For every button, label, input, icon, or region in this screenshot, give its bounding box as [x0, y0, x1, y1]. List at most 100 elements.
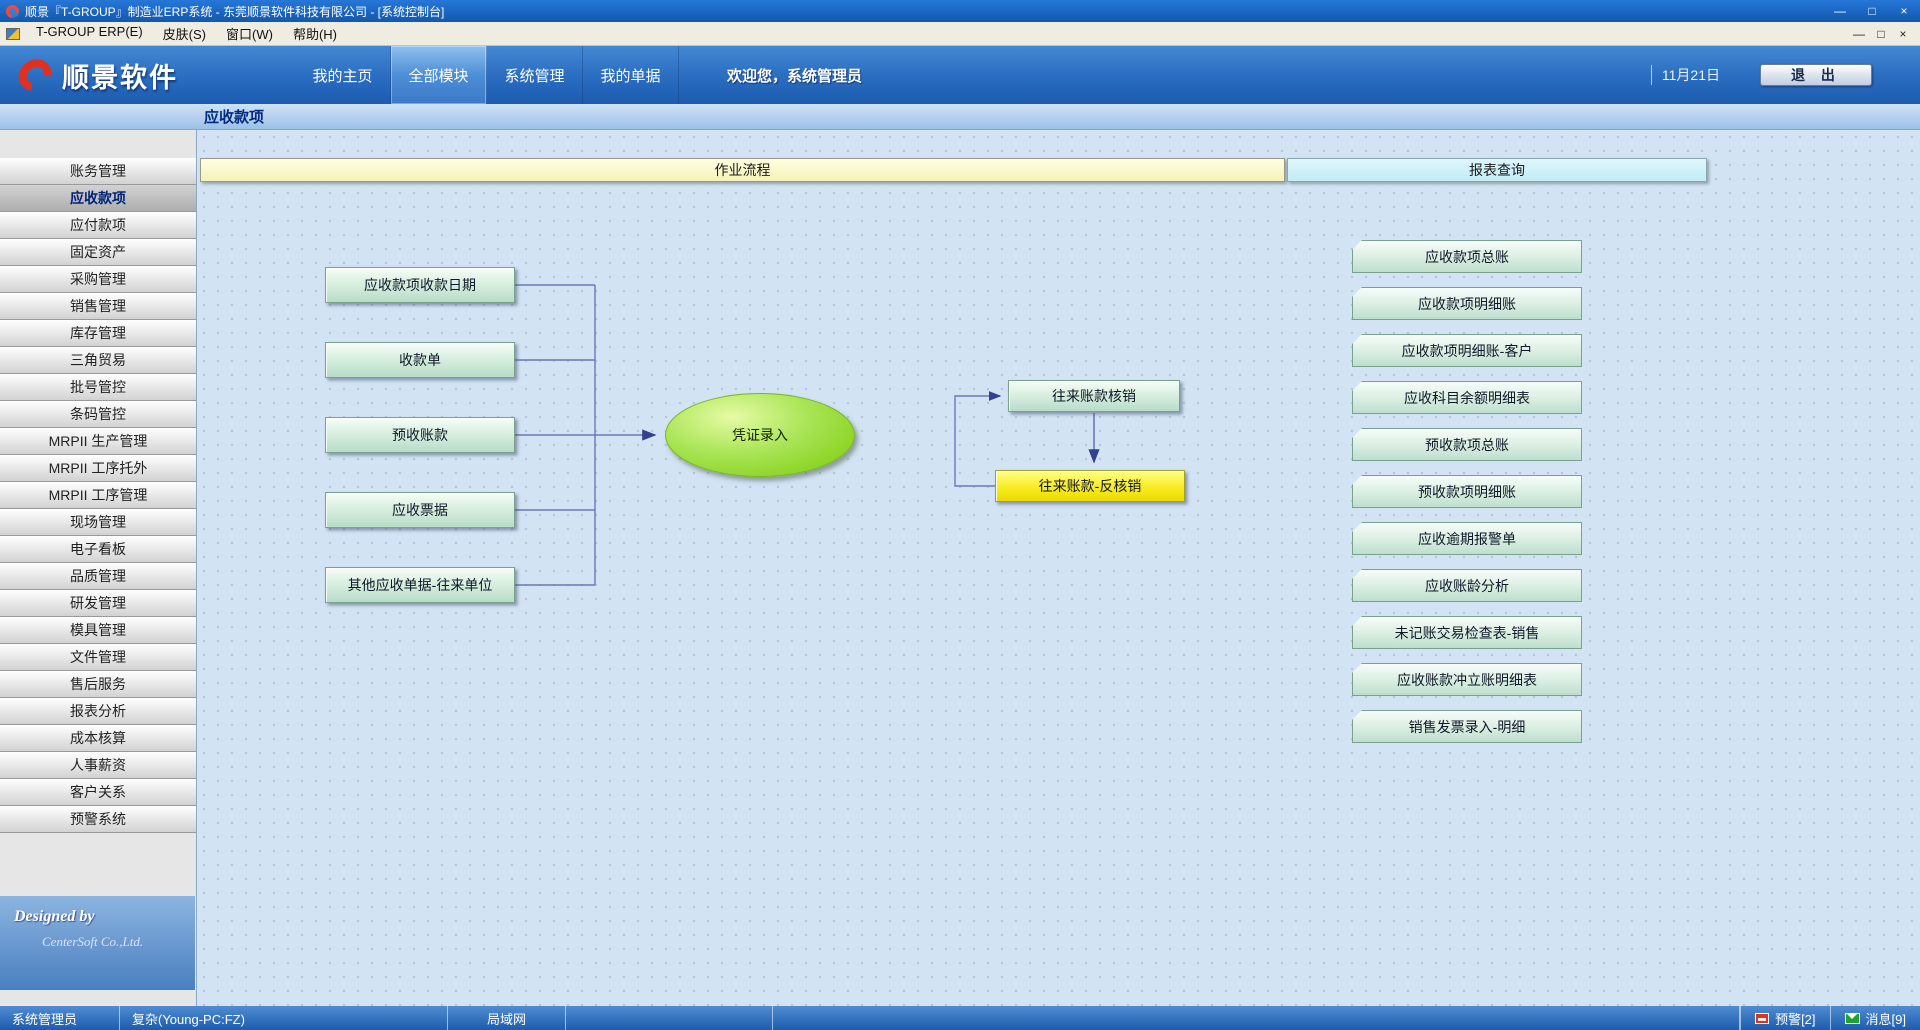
flow-source-node[interactable]: 应收款项收款日期 — [325, 267, 515, 303]
sidebar-item[interactable]: MRPII 生产管理 — [0, 428, 196, 455]
flow-node-writeoff[interactable]: 往来账款核销 — [1008, 380, 1180, 412]
status-network: 局域网 — [448, 1006, 566, 1030]
mdi-close-button[interactable]: × — [1899, 26, 1907, 41]
sidebar-item[interactable]: 预警系统 — [0, 806, 196, 833]
sidebar-item[interactable]: 账务管理 — [0, 158, 196, 185]
report-button[interactable]: 未记账交易检查表-销售 — [1352, 616, 1582, 649]
report-button[interactable]: 应收账龄分析 — [1352, 569, 1582, 602]
shunjing-logo-icon — [12, 52, 58, 98]
sidebar-item-label: 条码管控 — [70, 406, 126, 422]
sidebar-item[interactable]: 销售管理 — [0, 293, 196, 320]
sidebar-item[interactable]: 批号管控 — [0, 374, 196, 401]
sidebar-item[interactable]: 应付款项 — [0, 212, 196, 239]
sidebar-item[interactable]: 条码管控 — [0, 401, 196, 428]
app-logo-icon — [3, 1, 22, 21]
sidebar-item-label: 成本核算 — [70, 730, 126, 746]
message-icon — [1844, 1012, 1860, 1024]
sidebar-item[interactable]: 三角贸易 — [0, 347, 196, 374]
report-button[interactable]: 销售发票录入-明细 — [1352, 710, 1582, 743]
close-button[interactable]: × — [1900, 4, 1908, 18]
menu-item[interactable]: T-GROUP ERP(E) — [26, 22, 153, 45]
flow-node-voucher-entry[interactable]: 凭证录入 — [665, 393, 855, 477]
sidebar-item[interactable]: 库存管理 — [0, 320, 196, 347]
status-user: 系统管理员 — [0, 1006, 120, 1030]
sidebar-item-label: 应付款项 — [70, 217, 126, 233]
report-button[interactable]: 应收款项明细账 — [1352, 287, 1582, 320]
report-button[interactable]: 预收款项总账 — [1352, 428, 1582, 461]
section-header-workflow: 作业流程 — [200, 158, 1285, 182]
report-button[interactable]: 应收款项明细账-客户 — [1352, 334, 1582, 367]
report-button-label: 应收科目余额明细表 — [1404, 389, 1530, 406]
report-button[interactable]: 预收款项明细账 — [1352, 475, 1582, 508]
messages-label: 消息[9] — [1865, 1011, 1906, 1027]
sidebar-item[interactable]: 品质管理 — [0, 563, 196, 590]
sidebar-item[interactable]: 文件管理 — [0, 644, 196, 671]
sidebar-item-label: 批号管控 — [70, 379, 126, 395]
header-tab-label: 系统管理 — [504, 67, 565, 85]
sidebar-item[interactable]: 成本核算 — [0, 725, 196, 752]
report-button[interactable]: 应收逾期报警单 — [1352, 522, 1582, 555]
alert-icon — [1755, 1012, 1770, 1024]
menu-item[interactable]: 帮助(H) — [283, 22, 347, 45]
sidebar-item[interactable]: 研发管理 — [0, 590, 196, 617]
sidebar-item-label: 报表分析 — [70, 703, 126, 719]
sidebar-item[interactable]: 客户关系 — [0, 779, 196, 806]
sidebar-menu: 账务管理应收款项应付款项固定资产采购管理销售管理库存管理三角贸易批号管控条码管控… — [0, 158, 196, 833]
sidebar-item[interactable]: 现场管理 — [0, 509, 196, 536]
titlebar: 顺景『T-GROUP』制造业ERP系统 - 东莞顺景软件科技有限公司 - [系统… — [0, 0, 1920, 22]
flowchart-canvas: 应收款项收款日期收款单预收账款应收票据其他应收单据-往来单位 凭证录入 往来账款… — [197, 182, 1920, 1006]
sidebar-item[interactable]: 固定资产 — [0, 239, 196, 266]
report-button-label: 预收款项明细账 — [1418, 483, 1516, 500]
exit-button[interactable]: 退 出 — [1760, 64, 1872, 86]
sidebar-item-label: 客户关系 — [70, 784, 126, 800]
header-tab[interactable]: 我的主页 — [295, 46, 391, 104]
sidebar-item[interactable]: MRPII 工序托外 — [0, 455, 196, 482]
flow-source-node[interactable]: 其他应收单据-往来单位 — [325, 567, 515, 603]
flow-source-list: 应收款项收款日期收款单预收账款应收票据其他应收单据-往来单位 — [325, 267, 515, 603]
mdi-restore-button[interactable]: □ — [1877, 26, 1885, 41]
app-header: 顺景软件 我的主页全部模块系统管理我的单据 欢迎您，系统管理员 11月21日 退… — [0, 46, 1920, 104]
menu-item[interactable]: 皮肤(S) — [153, 22, 216, 45]
flow-source-node[interactable]: 应收票据 — [325, 492, 515, 528]
flow-source-node[interactable]: 收款单 — [325, 342, 515, 378]
designed-by-panel: Designed by CenterSoft Co.,Ltd. — [0, 896, 195, 990]
sidebar-item[interactable]: 应收款项 — [0, 185, 196, 212]
report-button-label: 未记账交易检查表-销售 — [1394, 624, 1540, 641]
sidebar-item[interactable]: MRPII 工序管理 — [0, 482, 196, 509]
header-tab[interactable]: 全部模块 — [391, 46, 487, 104]
flow-source-label: 预收账款 — [392, 427, 448, 443]
sidebar-item-label: 电子看板 — [70, 541, 126, 557]
sidebar-item-label: 研发管理 — [70, 595, 126, 611]
workflow-panel: 作业流程 报表查询 应收款项收款日期收款单预收 — [197, 130, 1920, 1006]
messages-indicator[interactable]: 消息[9] — [1829, 1006, 1920, 1030]
sidebar-item-label: 售后服务 — [70, 676, 126, 692]
minimize-button[interactable]: — — [1834, 4, 1846, 18]
sidebar-item[interactable]: 采购管理 — [0, 266, 196, 293]
flow-node-reverse-writeoff[interactable]: 往来账款-反核销 — [995, 470, 1185, 502]
flow-source-label: 应收款项收款日期 — [364, 277, 476, 293]
alerts-indicator[interactable]: 预警[2] — [1740, 1006, 1829, 1030]
sidebar-item-label: MRPII 工序托外 — [48, 460, 148, 476]
sidebar-item[interactable]: 电子看板 — [0, 536, 196, 563]
mdi-minimize-button[interactable]: — — [1853, 26, 1865, 41]
sidebar-item-label: MRPII 工序管理 — [48, 487, 148, 503]
sidebar-item[interactable]: 报表分析 — [0, 698, 196, 725]
company-text: CenterSoft Co.,Ltd. — [42, 934, 144, 949]
flow-source-node[interactable]: 预收账款 — [325, 417, 515, 453]
sidebar-item-label: 三角贸易 — [70, 352, 126, 368]
header-tab[interactable]: 我的单据 — [583, 46, 679, 104]
header-tab[interactable]: 系统管理 — [487, 46, 583, 104]
sidebar-item-label: 预警系统 — [70, 811, 126, 827]
report-button[interactable]: 应收科目余额明细表 — [1352, 381, 1582, 414]
flow-source-label: 其他应收单据-往来单位 — [347, 577, 493, 593]
menu-item-label: 皮肤(S) — [162, 27, 207, 42]
maximize-button[interactable]: □ — [1868, 4, 1876, 18]
sidebar-item[interactable]: 模具管理 — [0, 617, 196, 644]
menu-item[interactable]: 窗口(W) — [216, 22, 283, 45]
report-button[interactable]: 应收账款冲立账明细表 — [1352, 663, 1582, 696]
sidebar-item[interactable]: 人事薪资 — [0, 752, 196, 779]
report-button[interactable]: 应收款项总账 — [1352, 240, 1582, 273]
date-display: 11月21日 — [1650, 65, 1720, 85]
sidebar-item[interactable]: 售后服务 — [0, 671, 196, 698]
sidebar-item-label: 销售管理 — [70, 298, 126, 314]
